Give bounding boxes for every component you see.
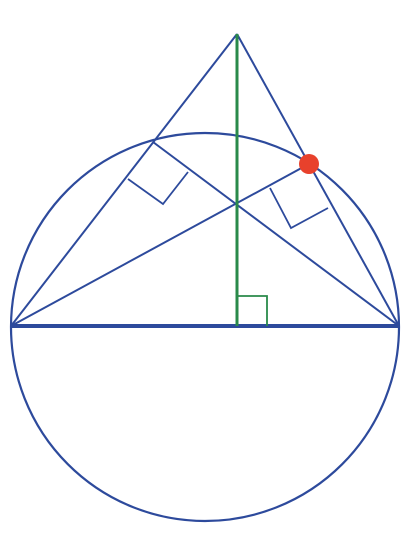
highlighted-point <box>299 154 319 174</box>
right-angle-marker-base <box>237 295 268 326</box>
right-angle-marker-right <box>269 187 329 230</box>
left-side <box>10 33 238 327</box>
cevian-left-to-point <box>10 164 308 327</box>
right-angle-marker-left <box>127 171 189 206</box>
right-side <box>236 33 400 327</box>
cevian-right-to-foot <box>152 141 400 327</box>
